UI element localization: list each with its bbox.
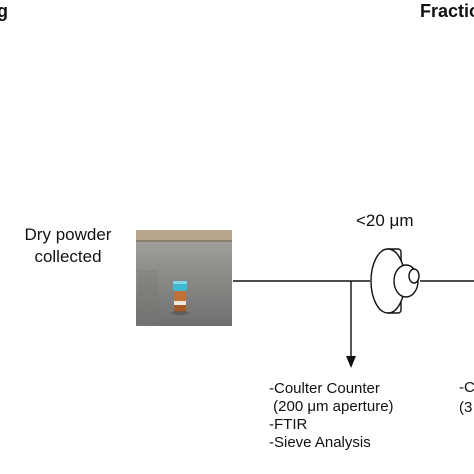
dry-powder-label-line2: collected bbox=[34, 247, 102, 266]
section-header-left: g bbox=[0, 1, 8, 21]
analysis-item: -Coulter Counter bbox=[269, 380, 380, 397]
partial-item: -C bbox=[459, 379, 474, 396]
dry-powder-label-line1: Dry powder bbox=[24, 225, 112, 244]
section-header-fractionation: Fraction bbox=[420, 1, 474, 21]
dry-powder-label: Dry powder collected bbox=[10, 224, 126, 268]
size-fraction-label: <20 μm bbox=[356, 211, 414, 230]
analysis-list: -Coulter Counter (200 μm aperture) -FTIR… bbox=[269, 380, 394, 452]
sample-vials-photo bbox=[136, 230, 232, 326]
branch-arrowhead bbox=[346, 356, 356, 368]
next-analysis-list-partial: -C (3 bbox=[459, 378, 474, 418]
analysis-item: (200 μm aperture) bbox=[269, 398, 394, 415]
cyclone-separator-icon bbox=[370, 248, 420, 314]
analysis-item: -Sieve Analysis bbox=[269, 434, 371, 451]
analysis-item: -FTIR bbox=[269, 416, 308, 433]
partial-item: (3 bbox=[459, 399, 473, 416]
